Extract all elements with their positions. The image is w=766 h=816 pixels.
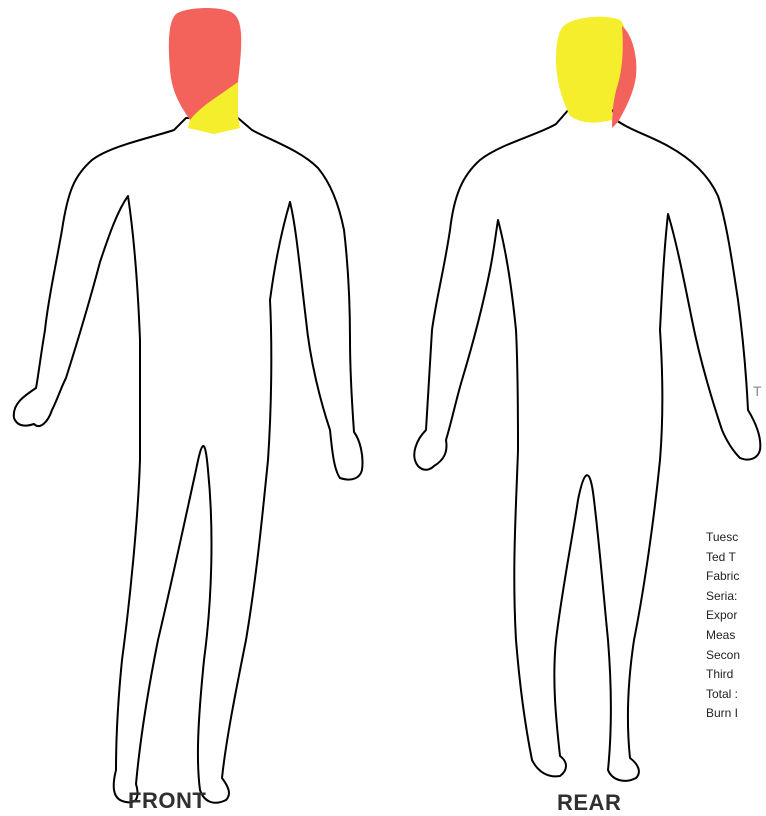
front-body-outline	[14, 118, 363, 803]
truncated-glyph: T	[753, 383, 762, 399]
front-label: FRONT	[128, 788, 206, 814]
info-line: Secon	[706, 646, 766, 666]
info-line: Fabric	[706, 567, 766, 587]
info-line: Total :	[706, 685, 766, 705]
info-line: Burn I	[706, 704, 766, 724]
info-line: Meas	[706, 626, 766, 646]
rear-label: REAR	[557, 790, 621, 816]
info-line: Expor	[706, 606, 766, 626]
info-line: Third	[706, 665, 766, 685]
info-line: Seria:	[706, 587, 766, 607]
info-line: Ted T	[706, 548, 766, 568]
front-figure	[14, 8, 363, 803]
info-line: Tuesc	[706, 528, 766, 548]
burn-info-list: Tuesc Ted T Fabric Seria: Expor Meas Sec…	[706, 528, 766, 724]
